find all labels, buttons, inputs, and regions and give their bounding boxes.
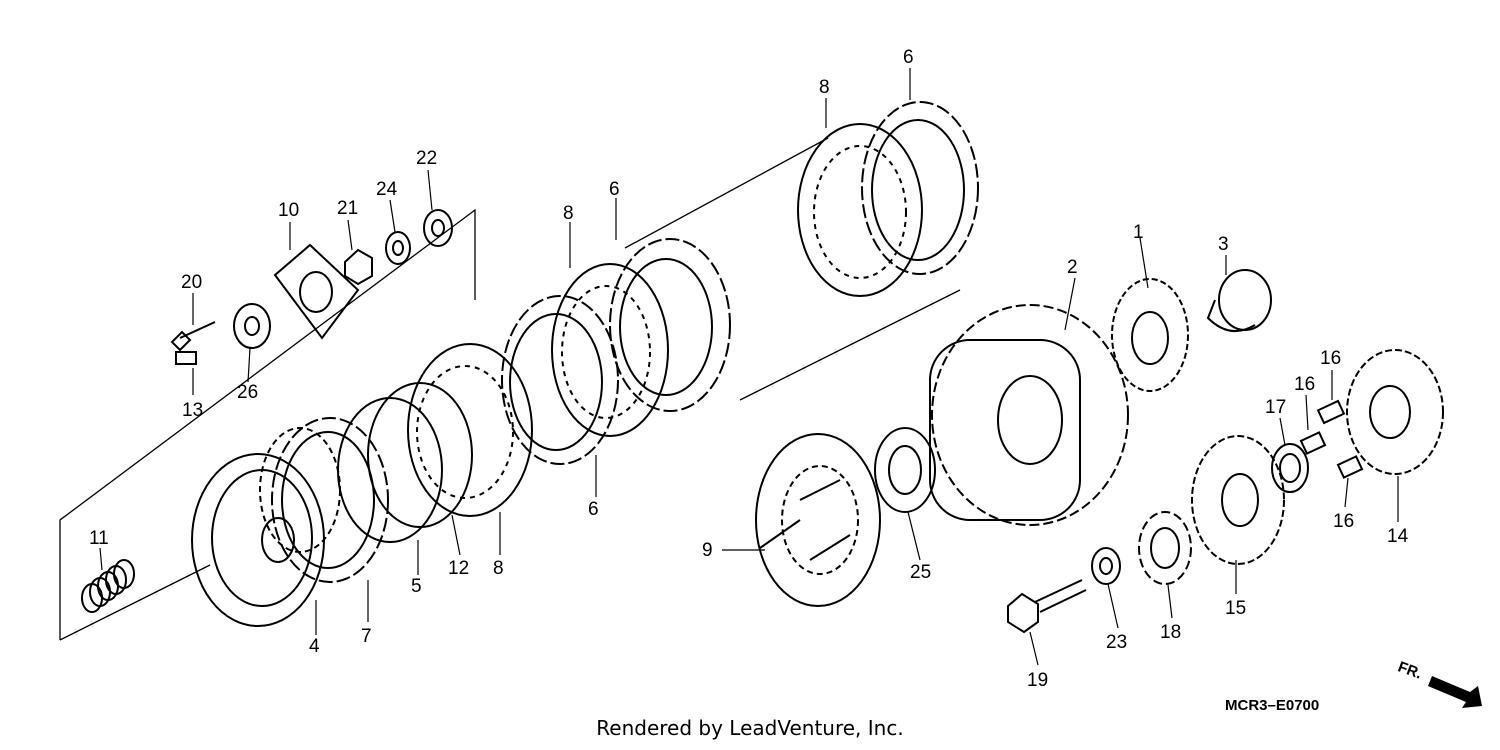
callout-1: 1 bbox=[1133, 222, 1144, 243]
callout-6-middle: 6 bbox=[609, 179, 620, 200]
callout-18: 18 bbox=[1160, 622, 1181, 643]
callout-19: 19 bbox=[1027, 670, 1048, 691]
guide-18-part bbox=[1138, 511, 1192, 585]
diagram-code: MCR3–E0700 bbox=[1225, 697, 1319, 714]
callout-22: 22 bbox=[416, 148, 437, 169]
callout-6-top: 6 bbox=[903, 47, 914, 68]
washer-17-part bbox=[1271, 443, 1309, 493]
callout-9: 9 bbox=[702, 540, 713, 561]
bearing-part bbox=[233, 303, 271, 349]
callout-16-bottom: 16 bbox=[1333, 511, 1354, 532]
clutch-plate-part bbox=[407, 343, 533, 517]
washer-23-part bbox=[1091, 547, 1121, 585]
callout-25: 25 bbox=[910, 562, 931, 583]
callout-17: 17 bbox=[1265, 397, 1286, 418]
clutch-outer-housing-part bbox=[929, 304, 1129, 526]
callout-23: 23 bbox=[1106, 632, 1127, 653]
callout-8-top: 8 bbox=[819, 77, 830, 98]
callout-5: 5 bbox=[411, 576, 422, 597]
upper-plate-pair-part bbox=[797, 101, 979, 297]
callout-12: 12 bbox=[448, 558, 469, 579]
callout-11: 11 bbox=[89, 528, 109, 549]
callout-10: 10 bbox=[278, 200, 299, 221]
oil-pump-gear-part bbox=[1346, 349, 1444, 475]
sprocket-15-part bbox=[1191, 435, 1285, 565]
callout-15: 15 bbox=[1225, 598, 1246, 619]
center-plate-stack-part bbox=[501, 238, 731, 465]
footer-credit: Rendered by LeadVenture, Inc. bbox=[596, 716, 904, 740]
callout-3: 3 bbox=[1218, 234, 1229, 255]
callout-13: 13 bbox=[182, 400, 203, 421]
callout-6-bottom: 6 bbox=[588, 499, 599, 520]
bolt-19-part bbox=[1007, 579, 1087, 634]
boss-plate-part bbox=[755, 433, 881, 607]
lifter-plate-part bbox=[273, 243, 360, 340]
callout-16-top: 16 bbox=[1320, 348, 1341, 369]
callout-14: 14 bbox=[1387, 526, 1409, 547]
callout-24: 24 bbox=[376, 179, 398, 200]
callout-2: 2 bbox=[1067, 257, 1078, 278]
collar-part bbox=[1206, 269, 1272, 333]
friction-disk-part bbox=[271, 417, 389, 583]
washers-part bbox=[385, 209, 453, 265]
callout-20: 20 bbox=[181, 272, 202, 293]
callout-labels: 1 2 3 4 5 6 6 6 7 8 8 8 9 10 11 12 13 14… bbox=[89, 47, 1409, 691]
front-direction-arrow-icon bbox=[1428, 676, 1482, 708]
thrust-washer-part bbox=[874, 427, 936, 513]
nut-part bbox=[344, 248, 373, 286]
callout-21: 21 bbox=[337, 198, 358, 219]
driven-gear-part bbox=[1111, 278, 1189, 392]
leader-lines bbox=[99, 68, 1399, 666]
callout-8-bottom: 8 bbox=[493, 558, 504, 579]
callout-8-middle: 8 bbox=[563, 203, 574, 224]
pressure-plate-part bbox=[191, 427, 341, 627]
callout-16-middle: 16 bbox=[1294, 374, 1315, 395]
clutch-springs-part bbox=[81, 559, 135, 613]
exploded-view-frame bbox=[59, 137, 961, 641]
springs-small-part bbox=[1299, 399, 1364, 479]
wire-rings-part bbox=[337, 382, 473, 543]
bolt-small-part bbox=[170, 321, 216, 365]
callout-4: 4 bbox=[309, 636, 320, 657]
callout-26: 26 bbox=[237, 382, 258, 403]
callout-7: 7 bbox=[361, 626, 372, 647]
direction-label: FR. bbox=[1396, 658, 1425, 682]
